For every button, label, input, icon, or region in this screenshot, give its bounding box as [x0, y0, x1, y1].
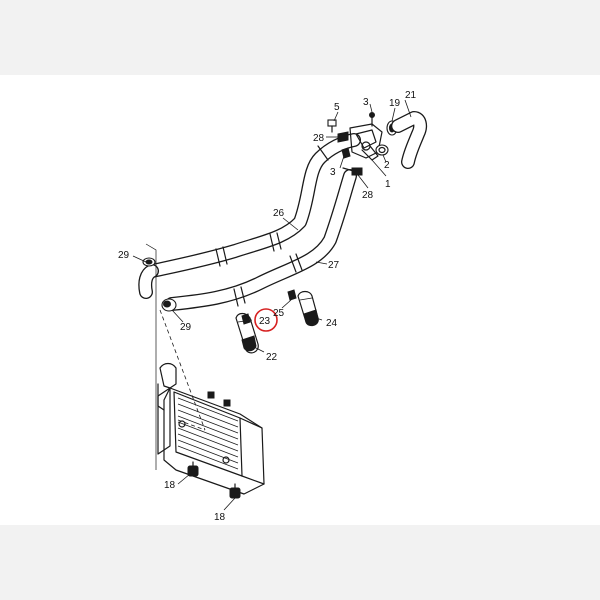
label-part-29-lower: 29: [180, 322, 192, 333]
label-part-28-upper: 28: [313, 133, 325, 144]
clamp-28-lower: [351, 167, 363, 176]
hose-21: [391, 111, 428, 169]
bolt-3-lower: [341, 147, 351, 159]
label-part-22: 22: [266, 352, 278, 363]
label-part-27: 27: [328, 260, 340, 271]
gasket-2: [375, 144, 389, 156]
label-part-29-upper: 29: [118, 250, 130, 261]
hose-fitting-29-lower: [161, 298, 177, 312]
hose-clamps: [215, 145, 358, 307]
bolt-5: [327, 119, 337, 133]
hose-fitting-29-upper: [142, 257, 156, 267]
label-part-19: 19: [389, 98, 401, 109]
bolt-3-upper: [369, 112, 375, 127]
bracket-22: [235, 312, 259, 354]
label-part-1: 1: [385, 179, 391, 190]
hose-elbow-left: [138, 264, 159, 299]
label-part-3-upper: 3: [363, 97, 369, 108]
label-part-18-left: 18: [164, 480, 176, 491]
damper-18-left: [187, 461, 199, 477]
radiator: [157, 387, 265, 495]
bracket-24: [297, 290, 319, 327]
hose-27: [165, 169, 357, 311]
label-part-21: 21: [405, 90, 417, 101]
damper-18-right: [229, 483, 241, 499]
highlight-circle-part-23: [254, 308, 278, 332]
clamp-28-upper: [337, 131, 349, 143]
label-part-2: 2: [384, 160, 390, 171]
reference-lines: [145, 243, 206, 470]
bolt-25: [287, 289, 297, 301]
label-part-26: 26: [273, 208, 285, 219]
label-part-24: 24: [326, 318, 338, 329]
label-part-25: 25: [273, 308, 285, 319]
radiator-inlet-pipe: [157, 362, 177, 411]
bolt-23: [241, 313, 251, 325]
label-part-23: 23: [259, 316, 271, 327]
part-labels: 5 3 19 21 28 3 2 1 28 26 29 27 25 23 29 …: [118, 90, 417, 523]
hose-26: [145, 133, 361, 278]
label-part-3-lower: 3: [330, 167, 336, 178]
label-part-18-right: 18: [214, 512, 226, 523]
label-part-28-lower: 28: [362, 190, 374, 201]
leader-lines: [132, 99, 412, 511]
label-part-5: 5: [334, 102, 340, 113]
